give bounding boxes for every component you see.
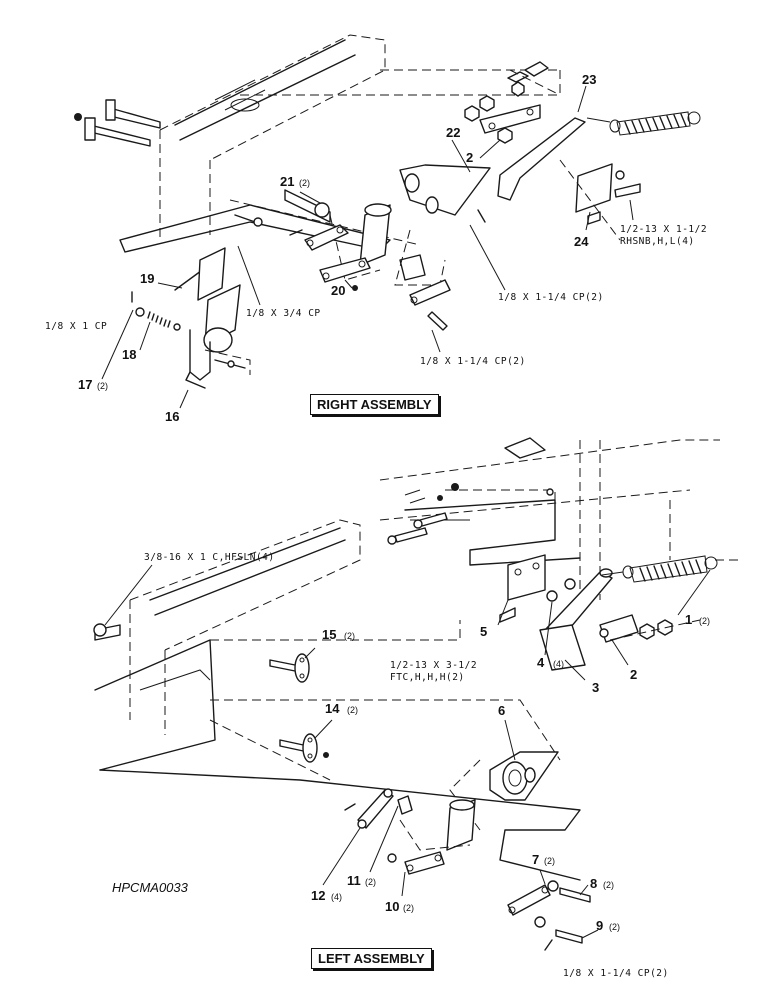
right-frame-studs bbox=[74, 99, 263, 227]
right-hardware-top bbox=[464, 61, 561, 144]
right-assembly-title: RIGHT ASSEMBLY bbox=[310, 394, 439, 415]
right-bracket-22 bbox=[399, 164, 491, 223]
callout-21: 21 (2) bbox=[280, 174, 310, 189]
right-actuator bbox=[329, 203, 446, 286]
spec-bolt-1-2-13-x-3-1-2: 1/2-13 X 3-1/2 bbox=[390, 660, 477, 671]
svg-text:(2): (2) bbox=[403, 903, 414, 913]
callout-6: 6 bbox=[498, 703, 505, 718]
spec-bolt-3-8-16: 3/8-16 X 1 C,HFSLN(4) bbox=[144, 552, 275, 563]
left-bracket-6 bbox=[449, 751, 559, 831]
left-assembly: 1 (2) 5 4 (4) 2 3 15 (2) 14 (2) 6 7 (2) … bbox=[93, 437, 740, 979]
callout-2-left: 2 bbox=[630, 667, 637, 682]
svg-text:(2): (2) bbox=[347, 705, 358, 715]
svg-text:(2): (2) bbox=[603, 880, 614, 890]
callout-12: 12 (4) bbox=[311, 888, 342, 903]
svg-text:21: 21 bbox=[280, 174, 294, 189]
right-lever-arm-23 bbox=[479, 104, 586, 201]
callout-16: 16 bbox=[165, 409, 179, 424]
svg-text:14: 14 bbox=[325, 701, 340, 716]
right-pedal-16 bbox=[174, 247, 251, 389]
right-spring-18 bbox=[131, 291, 181, 331]
svg-text:(2): (2) bbox=[344, 631, 355, 641]
callout-22: 22 bbox=[446, 125, 460, 140]
right-plate-24 bbox=[559, 159, 641, 241]
svg-text:12: 12 bbox=[311, 888, 325, 903]
callout-2-right: 2 bbox=[466, 150, 473, 165]
right-links-21 bbox=[284, 189, 349, 251]
right-assembly: 23 22 2 21 (2) 24 19 20 18 17 (2) 16 1/2… bbox=[45, 34, 707, 424]
svg-text:15: 15 bbox=[322, 627, 336, 642]
spec-cotter-1: 1/8 X 1 CP bbox=[45, 321, 107, 332]
callout-17: 17 (2) bbox=[78, 377, 108, 392]
callout-1: 1 (2) bbox=[685, 612, 710, 627]
svg-text:17: 17 bbox=[78, 377, 92, 392]
svg-text:11: 11 bbox=[347, 873, 361, 888]
svg-text:10: 10 bbox=[385, 899, 399, 914]
left-leaders bbox=[104, 564, 711, 939]
spec-cotter-1-1-4-lower: 1/8 X 1-1/4 CP(2) bbox=[420, 356, 526, 367]
svg-text:(2): (2) bbox=[365, 877, 376, 887]
right-spring bbox=[586, 111, 701, 136]
left-actuator bbox=[399, 799, 476, 851]
right-links-20 bbox=[319, 257, 451, 331]
left-frame-bolts bbox=[93, 483, 554, 641]
spec-bolt-1-2-13: 1/2-13 X 1-1/2 bbox=[620, 224, 707, 235]
svg-text:(2): (2) bbox=[299, 178, 310, 188]
spec-cotter-1-1-4-upper: 1/8 X 1-1/4 CP(2) bbox=[498, 292, 604, 303]
callout-7: 7 (2) bbox=[532, 852, 555, 867]
svg-text:(2): (2) bbox=[699, 616, 710, 626]
callout-18: 18 bbox=[122, 347, 136, 362]
callout-23: 23 bbox=[582, 72, 596, 87]
left-lever-arm-3 bbox=[539, 568, 613, 671]
right-frame bbox=[119, 34, 561, 253]
left-washers-4 bbox=[546, 578, 576, 602]
svg-text:(2): (2) bbox=[97, 381, 108, 391]
left-assembly-title: LEFT ASSEMBLY bbox=[311, 948, 432, 969]
spec-cotter-3-4: 1/8 X 3/4 CP bbox=[246, 308, 321, 319]
left-links-12 bbox=[344, 788, 413, 829]
callout-15: 15 (2) bbox=[322, 627, 355, 642]
svg-text:4: 4 bbox=[537, 655, 545, 670]
figure-id: HPCMA0033 bbox=[112, 880, 188, 895]
spec-cotter-left: 1/8 X 1-1/4 CP(2) bbox=[563, 968, 669, 979]
svg-text:(2): (2) bbox=[609, 922, 620, 932]
callout-4: 4 (4) bbox=[537, 655, 564, 670]
callout-9: 9 (2) bbox=[596, 918, 620, 933]
right-leaders bbox=[101, 85, 634, 409]
callout-24: 24 bbox=[574, 234, 589, 249]
left-spring-1 bbox=[601, 555, 740, 583]
callout-14: 14 (2) bbox=[325, 701, 358, 716]
svg-text:7: 7 bbox=[532, 852, 539, 867]
svg-text:1: 1 bbox=[685, 612, 692, 627]
callout-20: 20 bbox=[331, 283, 345, 298]
spec-rhsnb: RHSNB,H,L(4) bbox=[620, 236, 695, 247]
callout-5: 5 bbox=[480, 624, 487, 639]
left-plate-2 bbox=[599, 614, 701, 643]
left-pin-15 bbox=[269, 653, 310, 683]
svg-text:(4): (4) bbox=[331, 892, 342, 902]
callout-10: 10 (2) bbox=[385, 899, 414, 914]
svg-text:8: 8 bbox=[590, 876, 597, 891]
spec-ftc: FTC,H,H,H(2) bbox=[390, 672, 465, 683]
left-frame bbox=[94, 437, 720, 881]
left-plate-5 bbox=[499, 554, 546, 623]
callout-8: 8 (2) bbox=[590, 876, 614, 891]
callout-11: 11 (2) bbox=[347, 873, 376, 888]
svg-text:(2): (2) bbox=[544, 856, 555, 866]
left-links-10 bbox=[387, 851, 445, 875]
svg-text:9: 9 bbox=[596, 918, 603, 933]
callout-19: 19 bbox=[140, 271, 154, 286]
left-links-7-8-9 bbox=[507, 880, 591, 951]
left-pin-14 bbox=[279, 733, 329, 763]
callout-3: 3 bbox=[592, 680, 599, 695]
svg-text:(4): (4) bbox=[553, 659, 564, 669]
